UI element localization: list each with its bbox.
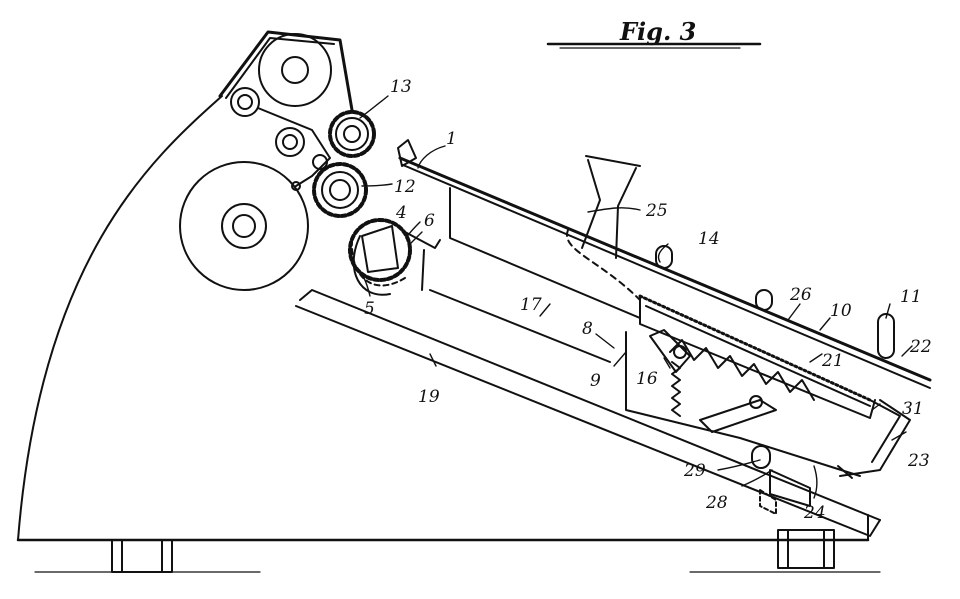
funnel-25 [565,155,641,301]
label-25: 25 [645,201,668,221]
reference-numerals: 1 4 5 6 8 9 10 11 12 13 14 16 17 19 21 2… [364,77,932,523]
label-26: 26 [789,285,812,305]
label-22: 22 [909,337,932,357]
label-23: 23 [907,451,930,471]
label-12: 12 [394,177,416,197]
base-housing [16,95,881,573]
label-14: 14 [698,229,720,249]
leader-lines [359,95,913,499]
label-24: 24 [803,503,826,523]
gear-13 [328,110,376,158]
label-19: 19 [418,387,440,407]
gear-12 [312,162,368,218]
label-17: 17 [520,295,542,315]
label-28: 28 [705,493,728,513]
gear-sector-4 [348,218,412,287]
linkage-arm [257,107,417,191]
outlet [837,399,911,479]
label-29: 29 [683,461,706,481]
label-4: 4 [395,203,407,223]
label-5: 5 [364,299,375,319]
label-21: 21 [821,351,844,371]
figure-title-text: Fig. 3 [619,17,696,46]
label-6: 6 [424,211,435,231]
feed-rolls [179,33,332,291]
label-13: 13 [390,77,412,97]
lower-parts [751,445,811,515]
label-9: 9 [590,371,601,391]
label-16: 16 [636,369,658,389]
label-10: 10 [830,301,852,321]
support-feet [111,529,835,573]
pins [655,245,895,359]
inclined-tube [295,156,932,537]
label-11: 11 [900,287,922,307]
label-8: 8 [582,319,593,339]
label-1: 1 [446,129,457,149]
label-31: 31 [902,399,924,419]
figure-title: Fig. 3 [546,17,762,49]
lever-16 [625,329,861,477]
spring-rod [638,294,876,419]
